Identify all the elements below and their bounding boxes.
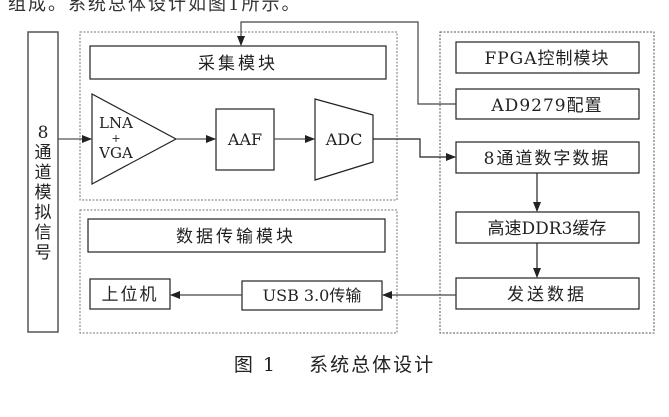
acquisition-module-title: 采集模块 xyxy=(198,54,278,74)
ddr3-cache-block xyxy=(455,211,640,244)
acquisition-module-container xyxy=(79,31,398,201)
input-signal-block xyxy=(27,31,59,333)
ad9279-config-label: AD9279配置 xyxy=(490,96,602,116)
input-signal-label: 8 通 道 模 拟 信 号 xyxy=(35,123,52,263)
input-char: 信 xyxy=(35,223,52,243)
input-char: 通 xyxy=(35,143,52,163)
figure-caption: 图 1 系统总体设计 xyxy=(0,350,669,377)
usb-transfer-label: USB 3.0传输 xyxy=(263,286,362,305)
transfer-module-title-box xyxy=(87,218,386,253)
fpga-title-box xyxy=(455,41,640,74)
amplifier-label-vga: VGA xyxy=(98,144,133,162)
input-char: 道 xyxy=(35,163,52,183)
digital-data-block xyxy=(455,141,640,174)
digital-data-label: 8通道数字数据 xyxy=(484,149,611,169)
amplifier-block xyxy=(91,92,178,186)
figure-title: 系统总体设计 xyxy=(309,354,436,376)
host-pc-block xyxy=(89,278,171,310)
ad9279-config-block xyxy=(455,88,640,120)
usb-transfer-block xyxy=(241,280,383,311)
acquisition-module-title-box xyxy=(89,45,387,80)
adc-block xyxy=(314,98,374,181)
figure-number: 图 1 xyxy=(233,354,277,376)
aaf-label: AAF xyxy=(227,130,262,149)
input-char: 8 xyxy=(38,123,49,143)
amplifier-label-lna: LNA xyxy=(99,114,133,132)
host-pc-label: 上位机 xyxy=(102,285,159,305)
transfer-module-title: 数据传输模块 xyxy=(176,227,296,247)
amplifier-label-plus: + xyxy=(111,132,120,145)
input-char: 号 xyxy=(35,243,52,263)
transfer-module-container xyxy=(79,209,398,334)
input-char: 模 xyxy=(35,183,52,203)
send-data-block xyxy=(455,277,640,310)
send-data-label: 发送数据 xyxy=(507,285,587,305)
context-text: 组成。系统总体设计如图1所示。 xyxy=(8,0,302,15)
adc-label: ADC xyxy=(325,130,363,149)
arrow-config-to-acquisition xyxy=(237,21,456,105)
fpga-title: FPGA控制模块 xyxy=(484,49,609,69)
arrow-adc-to-digital-data xyxy=(373,138,456,161)
input-char: 拟 xyxy=(35,203,52,223)
fpga-module-container xyxy=(439,31,655,334)
ddr3-cache-label: 高速DDR3缓存 xyxy=(488,219,607,239)
